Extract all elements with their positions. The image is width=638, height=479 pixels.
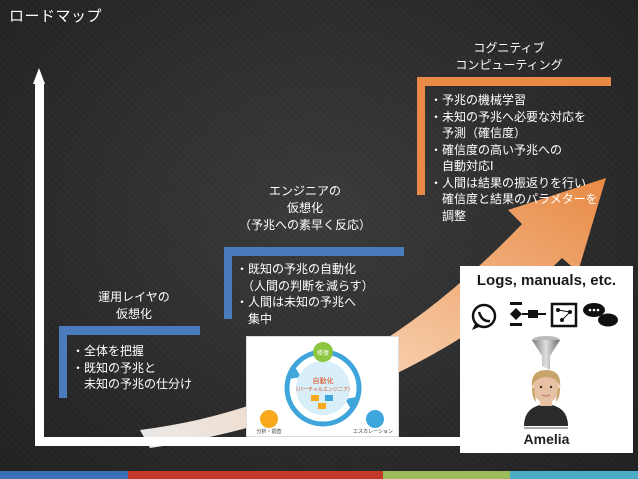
- amelia-caption: Amelia: [523, 431, 570, 447]
- node-left-label: 分析・調査: [256, 428, 281, 435]
- funnel-icon: [532, 336, 560, 370]
- step-3-bar: [417, 77, 611, 86]
- chat-bubbles-icon: [583, 303, 618, 327]
- node-right-label: エスカレーション: [353, 429, 393, 435]
- node-left-circle: [260, 410, 278, 428]
- bottom-bar-segment-1: [0, 471, 128, 479]
- bottom-bar-segment-3: [255, 471, 383, 479]
- step-3-stem: [417, 77, 425, 195]
- x-axis: [35, 437, 631, 446]
- step-2-stem: [224, 247, 232, 319]
- amelia-panel-heading: Logs, manuals, etc.: [476, 272, 617, 289]
- center-label-line-1: 自動化: [313, 376, 334, 385]
- cycle-arrowhead-left: [289, 367, 301, 379]
- step-3-label: コグニティブ コンピューティング: [455, 41, 563, 72]
- network-map-icon: [550, 302, 578, 328]
- center-flow-box-1: [311, 395, 319, 401]
- amelia-panel: Logs, manuals, etc.: [460, 266, 633, 453]
- bottom-bar-segment-2: [127, 471, 256, 479]
- cycle-diagram-svg: 修復 自動化 （バーチャルエンジニア） 分析・調査 エスカレーション: [256, 342, 393, 435]
- flowchart-icon: [510, 302, 546, 326]
- amelia-panel-graphics: [471, 302, 618, 429]
- avatar-photo: [524, 370, 568, 429]
- whatsapp-icon: [471, 303, 497, 330]
- step-2-bar: [224, 247, 404, 256]
- node-top-circle: [313, 342, 333, 362]
- step-1-stem: [59, 326, 67, 398]
- bottom-color-bar: [0, 471, 638, 479]
- node-right-circle: [366, 410, 384, 428]
- cycle-arrowhead-right: [345, 397, 357, 409]
- step-3-bullets: ・予兆の機械学習 ・未知の予兆へ必要な対応を 予測（確信度） ・確信度の高い予兆…: [430, 93, 598, 223]
- node-top-label: 修復: [317, 349, 329, 357]
- growth-arrow-shape: [140, 178, 606, 448]
- step-2-bullets: ・既知の予兆の自動化 （人間の判断を減らす） ・人間は未知の予兆へ 集中: [236, 262, 374, 326]
- bottom-bar-segment-5: [510, 471, 638, 479]
- y-axis: [35, 82, 44, 446]
- step-2-label: エンジニアの 仮想化 （予兆への素早く反応）: [238, 184, 371, 232]
- slide-title: ロードマップ: [9, 7, 103, 25]
- bottom-bar-segment-4: [382, 471, 511, 479]
- step-1-bullets: ・全体を把握 ・既知の予兆と 未知の予兆の仕分け: [72, 344, 193, 391]
- center-flow-box-2: [325, 395, 333, 401]
- step-1-label: 運用レイヤの 仮想化: [98, 290, 170, 321]
- y-axis-arrowhead: [33, 68, 45, 84]
- center-label-line-2: （バーチャルエンジニア）: [293, 387, 353, 393]
- automation-cycle-diagram: 修復 自動化 （バーチャルエンジニア） 分析・調査 エスカレーション: [246, 336, 399, 437]
- step-1-bar: [59, 326, 200, 335]
- cycle-center-disc: [296, 361, 350, 415]
- center-flow-box-3: [318, 403, 326, 409]
